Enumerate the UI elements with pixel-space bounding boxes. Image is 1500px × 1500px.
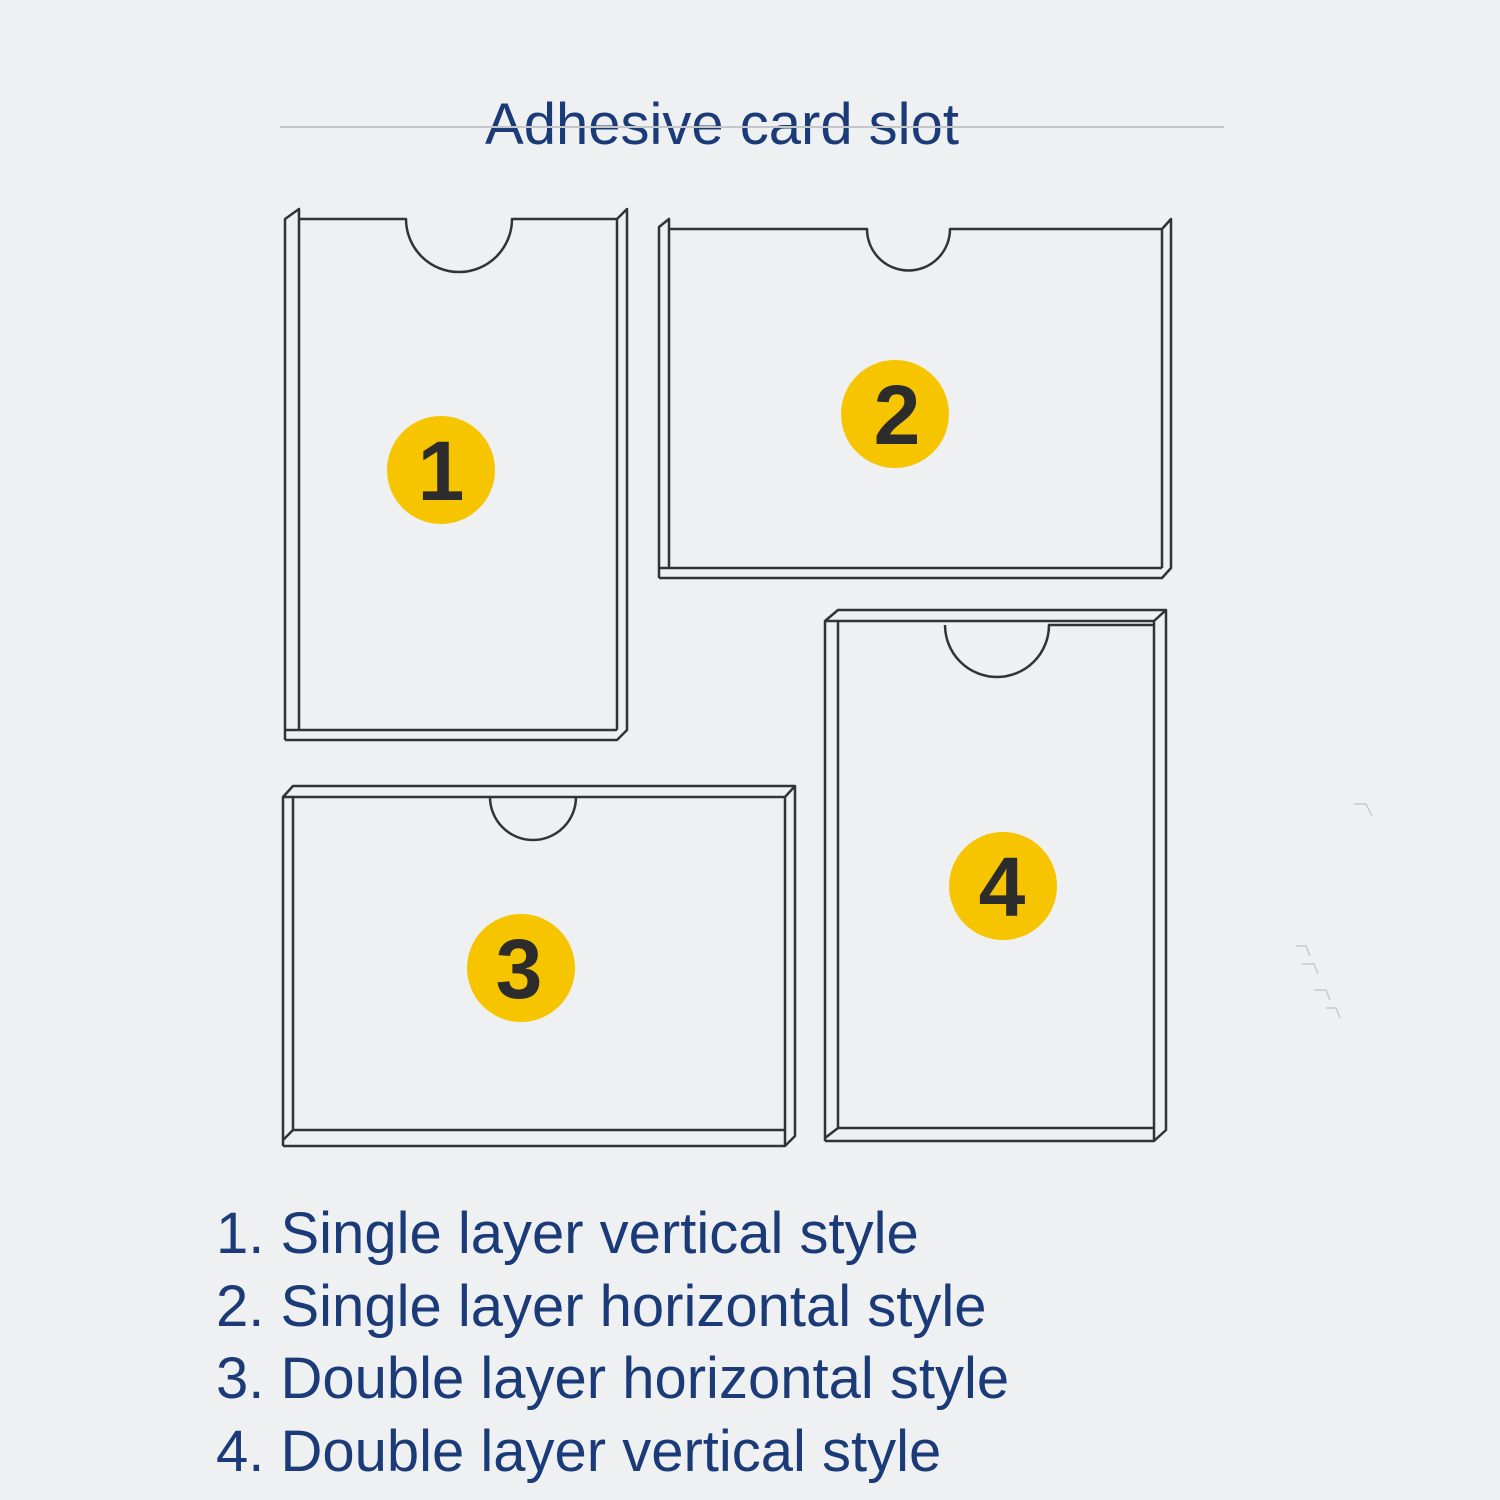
badge-number: 3: [496, 922, 543, 1016]
style-legend: 1. Single layer vertical style 2. Single…: [216, 1198, 1009, 1488]
slot-back-panel: [281, 784, 797, 1148]
badge-circle: [467, 914, 575, 1022]
badge-2: 2: [841, 360, 949, 468]
legend-item-3: 3. Double layer horizontal style: [216, 1346, 1010, 1411]
badge-circle: [387, 416, 495, 524]
slot-outer-frame: [657, 217, 1173, 580]
badge-1: 1: [387, 416, 495, 524]
slot-outer-frame: [283, 207, 629, 742]
card-slot-3: [281, 784, 797, 1148]
badge-number: 2: [874, 368, 921, 462]
slot-back-panel: [823, 608, 1168, 1143]
card-slot-2: [657, 217, 1173, 580]
legend-item-2: 2. Single layer horizontal style: [216, 1273, 987, 1339]
badge-circle: [841, 360, 949, 468]
slot-front-panel: [824, 621, 1154, 1139]
card-slot-1: [283, 207, 629, 742]
stray-marks: [1296, 803, 1373, 1019]
badge-4: 4: [949, 832, 1057, 940]
legend-item-1: 1. Single layer vertical style: [216, 1201, 919, 1266]
card-slot-4: [823, 608, 1168, 1143]
legend-item-4: 4. Double layer vertical style: [216, 1418, 942, 1484]
diagram-title: Adhesive card slot: [485, 92, 959, 157]
badge-number: 1: [418, 424, 465, 518]
badge-circle: [949, 832, 1057, 940]
badge-3: 3: [467, 914, 575, 1022]
badge-number: 4: [979, 840, 1026, 934]
slot-front-panel: [282, 796, 785, 1141]
